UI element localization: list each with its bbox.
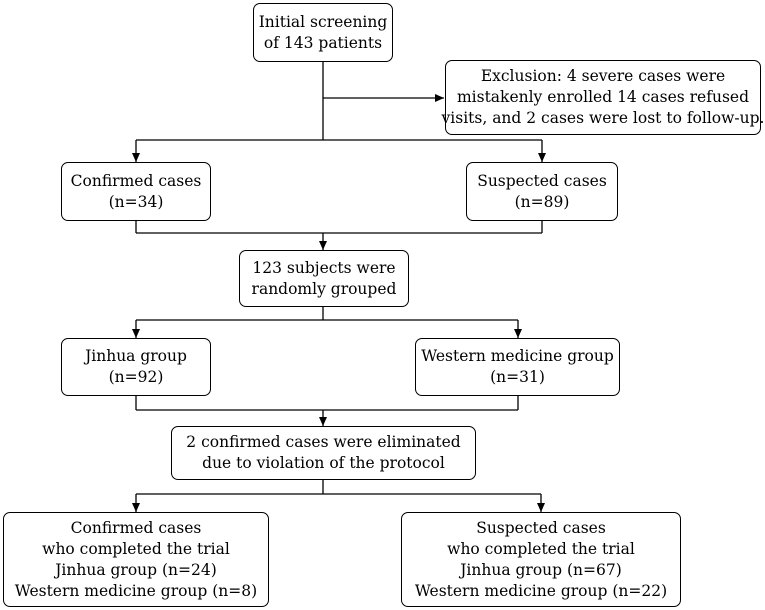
exclusion-line-1: Exclusion: 4 severe cases were [480, 67, 726, 85]
confirmed-completed-line-1: Confirmed cases [70, 518, 202, 537]
randomized-line-1: 123 subjects were [252, 258, 396, 277]
western-medicine-line-2: (n=31) [490, 368, 545, 386]
initial-screening-box: Initial screening of 143 patients [253, 3, 393, 62]
exclusion-line-2: mistakenly enrolled 14 cases refused [456, 88, 750, 106]
suspected-completed-line-2: who completed the trial [447, 539, 635, 558]
western-medicine-box: Western medicine group (n=31) [415, 338, 620, 396]
confirmed-cases-line-1: Confirmed cases [70, 171, 202, 190]
randomized-box: 123 subjects were randomly grouped [239, 250, 409, 307]
suspected-cases-box: Suspected cases (n=89) [466, 162, 618, 221]
suspected-completed-line-1: Suspected cases [476, 518, 606, 537]
eliminated-line-1: 2 confirmed cases were eliminated [186, 433, 461, 451]
confirmed-completed-line-3: Jinhua group (n=24) [55, 560, 217, 579]
suspected-completed-line-3: Jinhua group (n=67) [460, 560, 622, 579]
suspected-completed-line-4: Western medicine group (n=22) [414, 581, 668, 600]
randomized-line-2: randomly grouped [251, 279, 397, 298]
jinhua-group-line-2: (n=92) [108, 368, 164, 386]
initial-screening-line-2: of 143 patients [263, 33, 383, 52]
eliminated-line-2: due to violation of the protocol [202, 454, 445, 472]
suspected-cases-line-1: Suspected cases [477, 171, 607, 190]
initial-screening-line-1: Initial screening [258, 12, 388, 31]
jinhua-group-box: Jinhua group (n=92) [61, 338, 211, 396]
confirmed-completed-line-4: Western medicine group (n=8) [14, 581, 258, 600]
exclusion-line-3: visits, and 2 cases were lost to follow-… [441, 109, 765, 127]
confirmed-cases-line-2: (n=34) [108, 192, 164, 211]
confirmed-completed-line-2: who completed the trial [42, 539, 230, 558]
suspected-cases-line-2: (n=89) [514, 192, 570, 211]
exclusion-box: Exclusion: 4 severe cases were mistakenl… [442, 60, 764, 135]
eliminated-box: 2 confirmed cases were eliminated due to… [171, 426, 476, 480]
suspected-completed-box: Suspected cases who completed the trial … [401, 512, 681, 607]
jinhua-group-line-1: Jinhua group [85, 347, 187, 365]
confirmed-completed-box: Confirmed cases who completed the trial … [3, 512, 269, 607]
western-medicine-line-1: Western medicine group [421, 347, 614, 365]
confirmed-cases-box: Confirmed cases (n=34) [61, 162, 211, 221]
